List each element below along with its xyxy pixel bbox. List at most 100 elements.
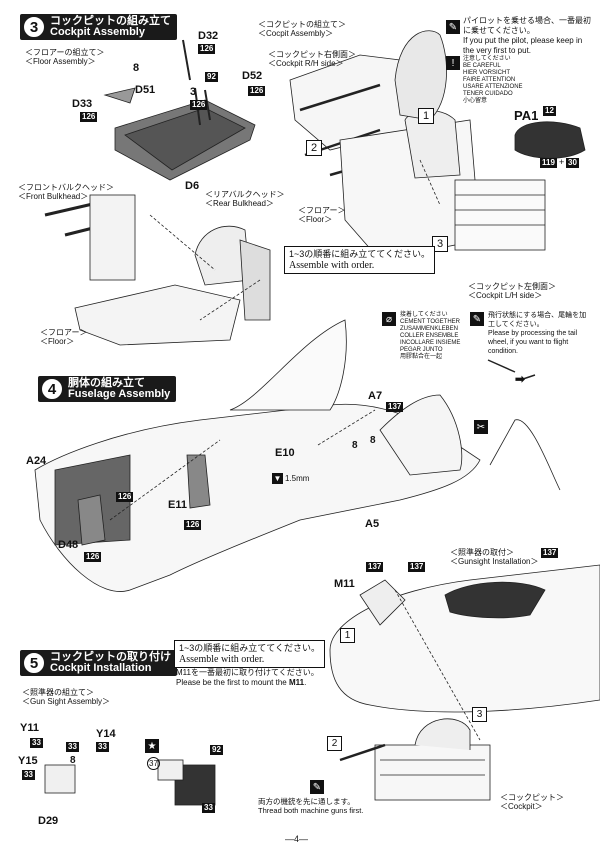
- cockpit-label: ＜コックピット＞ ＜Cockpit＞: [500, 793, 564, 811]
- order-note-jp: 1~3の順番に組み立ててください。: [289, 249, 430, 259]
- part-y15: Y15: [18, 755, 38, 767]
- part-m11: M11: [334, 578, 355, 590]
- fuselage-drawing: [34, 403, 481, 592]
- pencil-icon: ✎: [310, 780, 324, 794]
- floor3-en: ＜Floor＞: [298, 215, 333, 224]
- floor-label: ＜フロアー＞ ＜Floor＞: [40, 328, 88, 346]
- caution-text: 注意してください BE CAREFUL HIER VORSICHT FAIRE …: [463, 56, 523, 105]
- tag-119: 119: [540, 158, 557, 168]
- rh-side-jp: ＜コックピット右側面＞: [268, 50, 356, 59]
- step5-title-en: Cockpit Installation: [50, 662, 152, 674]
- cement-text: 接着してください CEMENT TOGETHER ZUSAMMENKLEBEN …: [400, 312, 460, 361]
- part-d29: D29: [38, 815, 59, 827]
- part-8: 8: [370, 435, 376, 446]
- m11-note-en: Please be the first to mount the: [176, 678, 289, 687]
- part-8: 8: [70, 755, 76, 766]
- part-d52: D52: [242, 70, 263, 82]
- tag-126: 126: [198, 44, 216, 54]
- lh-side-label: ＜コックピット左側面＞ ＜Cockpit L/H side＞: [468, 282, 556, 300]
- tag-12: 12: [543, 106, 556, 116]
- part-8: 8: [133, 62, 140, 74]
- cockpit-assembly-en: ＜Cocpit Assembly＞: [258, 29, 334, 38]
- caution-line: FAIRE ATTENTION: [463, 77, 516, 83]
- pilot-note: パイロットを乗せる場合、一番最初に乗せてください。 If you put the…: [463, 16, 593, 56]
- tag-137: 137: [366, 562, 384, 572]
- part-pa1: PA1: [514, 108, 539, 123]
- part-37: 37: [147, 757, 160, 770]
- floor-assembly-jp: ＜フロアーの組立て＞: [25, 48, 105, 57]
- step5-badge: 5 コックピットの取り付け Cockpit Installation: [20, 650, 177, 676]
- part-d6: D6: [185, 180, 200, 192]
- caution-line: USARE ATTENZIONE: [463, 84, 523, 90]
- part-a24: A24: [26, 455, 47, 467]
- caution-line: HIER VORSICHT: [463, 70, 511, 76]
- part-8: 8: [352, 440, 358, 451]
- part-y11: Y11: [20, 722, 39, 734]
- cockpit-assembly-jp: ＜コクピットの組立て＞: [258, 20, 346, 29]
- pencil-icon: ✎: [446, 20, 460, 34]
- step5-title-jp: コックピットの取り付け: [50, 651, 171, 663]
- pencil-icon: ✎: [470, 312, 484, 326]
- sequence-3: 3: [432, 236, 448, 252]
- tag-33: 33: [66, 742, 79, 752]
- floor-jp: ＜フロアー＞: [40, 328, 88, 337]
- cut-icon: ✂: [474, 420, 488, 434]
- floor3-jp: ＜フロアー＞: [298, 206, 346, 215]
- guns-note-en: Thread both machine guns first.: [258, 806, 364, 815]
- tail-wheel-note: 飛行状態にする場合、尾輪を加工してください。 Please by process…: [488, 311, 593, 356]
- part-d51: D51: [135, 84, 156, 96]
- warning-icon: !: [446, 56, 460, 70]
- m11-note-jp: M11を一番最初に取り付けてください。: [176, 668, 319, 677]
- floor-assembly-en: ＜Floor Assembly＞: [25, 57, 96, 66]
- sequence-1: 1: [340, 628, 355, 643]
- gunsight-assembly-label: ＜照準器の組立て＞ ＜Gun Sight Assembly＞: [22, 688, 110, 706]
- plus-sign: +: [559, 157, 565, 167]
- step4-number: 4: [40, 377, 64, 401]
- drill-size: 1.5mm: [285, 474, 310, 483]
- sequence-3: 3: [472, 707, 487, 722]
- glue-icon: ⌀: [382, 312, 396, 326]
- step5-number: 5: [22, 651, 46, 675]
- rh-side-label: ＜コックピット右側面＞ ＜Cockpit R/H side＞: [268, 50, 356, 68]
- floor-assembly-label: ＜フロアーの組立て＞ ＜Floor Assembly＞: [25, 48, 105, 66]
- cement-line: 用膠黏合在一起: [400, 354, 443, 360]
- tag-126: 126: [248, 86, 266, 96]
- m11-note-end: .: [304, 678, 307, 687]
- rear-bulkhead-jp: ＜リアバルクヘッド＞: [205, 190, 285, 199]
- tag-126: 126: [116, 492, 134, 502]
- tag-92: 92: [210, 745, 223, 755]
- gunsight-install-jp: ＜照準器の取付＞: [450, 548, 514, 557]
- front-bulkhead-en: ＜Front Bulkhead＞: [18, 192, 89, 201]
- caution-line: TENER CUIDADO: [463, 91, 513, 97]
- cement-line: PEGAR JUNTO: [400, 347, 443, 353]
- part-d48: D48: [58, 539, 79, 551]
- cement-line: INCOLLARE INSIEME: [400, 340, 461, 346]
- sequence-2: 2: [306, 140, 322, 156]
- tag-33: 33: [96, 742, 109, 752]
- floor-en: ＜Floor＞: [40, 337, 75, 346]
- cement-line: CEMENT TOGETHER: [400, 319, 461, 325]
- cockpit-en: ＜Cockpit＞: [500, 802, 543, 811]
- m11-note-part: M11: [288, 678, 305, 687]
- step5-order-note: 1~3の順番に組み立ててください。 Assemble with order.: [174, 640, 325, 668]
- pilot-figure-drawing: [394, 30, 447, 121]
- lh-side-en: ＜Cockpit L/H side＞: [468, 291, 543, 300]
- tag-126: 126: [190, 100, 208, 110]
- order-note-jp: 1~3の順番に組み立ててください。: [179, 643, 320, 653]
- step3-title-jp: コックピットの組み立て: [50, 15, 171, 27]
- caution-line: 注意してください: [463, 56, 511, 62]
- cement-line: ZUSAMMENKLEBEN: [400, 326, 459, 332]
- gunsight-install-label: ＜照準器の取付＞ ＜Gunsight Installation＞: [450, 548, 539, 566]
- step4-title-en: Fuselage Assembly: [68, 388, 171, 400]
- part-a7: A7: [368, 390, 383, 402]
- cement-line: 接着してください: [400, 312, 448, 318]
- gunsight-assembly-en: ＜Gun Sight Assembly＞: [22, 697, 111, 706]
- rear-bulkhead-label: ＜リアバルクヘッド＞ ＜Rear Bulkhead＞: [205, 190, 285, 208]
- cockpit-jp: ＜コックピット＞: [500, 793, 564, 802]
- tag-126: 126: [84, 552, 102, 562]
- step3-title-en: Cockpit Assembly: [50, 26, 145, 38]
- tag-33: 33: [22, 770, 35, 780]
- step4-badge: 4 胴体の組み立て Fuselage Assembly: [38, 376, 177, 402]
- pilot-note-en: If you put the pilot, please keep in the…: [463, 36, 583, 55]
